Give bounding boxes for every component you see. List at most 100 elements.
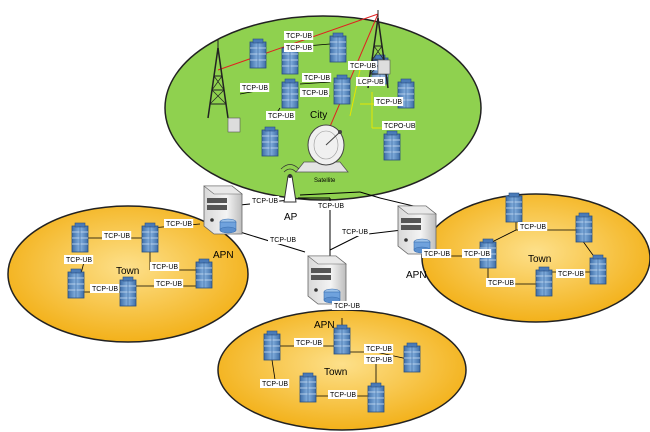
- link-label-box: [268, 235, 298, 244]
- link-label: TCP-UB: [350, 63, 376, 70]
- building-icon: [195, 258, 213, 289]
- apn-server-right-icon: [397, 205, 437, 255]
- building-icon: [299, 372, 317, 403]
- link-label: TCP-UB: [376, 99, 402, 106]
- link-label: TCP-UB: [104, 233, 130, 240]
- link-label-box: [556, 269, 586, 278]
- link-label: TCP-UB: [286, 33, 312, 40]
- satellite-dish-icon: [295, 124, 349, 173]
- building-icon: [535, 266, 553, 297]
- link-label: TCP-UB: [66, 257, 92, 264]
- link-label: TCP-UB: [330, 392, 356, 399]
- link-label-box: [328, 390, 358, 399]
- link-label-box: [340, 227, 370, 236]
- link-label-box: [374, 97, 404, 106]
- link-label: TCP-UB: [334, 303, 360, 310]
- link-label: TCP-UB: [488, 280, 514, 287]
- link-label-box: [294, 338, 324, 347]
- link-label-box: [462, 249, 492, 258]
- building-icon: [141, 222, 159, 253]
- link-label: TCP-UB: [304, 75, 330, 82]
- link-label: TCP-UB: [262, 381, 288, 388]
- link-label-box: [422, 249, 452, 258]
- ap-label: AP: [284, 212, 298, 223]
- link-label-box: [150, 262, 180, 271]
- link-label-box: [356, 77, 386, 86]
- link-label: TCP-UB: [92, 286, 118, 293]
- link-label-box: [382, 121, 416, 130]
- link-label-box: [266, 111, 296, 120]
- link-label-box: [302, 73, 332, 82]
- town-bottom-label: Town: [324, 367, 347, 378]
- link-label-box: [90, 284, 120, 293]
- link-label: LCP-UB: [358, 79, 384, 86]
- link-label-box: [154, 279, 184, 288]
- link-label-box: [300, 88, 330, 97]
- building-icon: [71, 222, 89, 253]
- link-label: TCP-UB: [296, 340, 322, 347]
- link-label-box: [260, 379, 290, 388]
- building-icon: [367, 382, 385, 413]
- apn-left-label: APN: [213, 250, 234, 261]
- link-label: TCP-UB: [366, 346, 392, 353]
- link-label: TCP-UB: [242, 85, 268, 92]
- building-icon: [383, 130, 401, 161]
- link-labels: TCP-UB TCP-UB TCP-UB TCP-UB TCP-UB TCP-UB TCP-…: [64, 31, 586, 399]
- apn-right-label: APN: [406, 270, 427, 281]
- link-label-box: [102, 231, 132, 240]
- building-icon: [67, 268, 85, 299]
- link-label-box: [348, 61, 378, 70]
- link-label-box: [64, 255, 94, 264]
- building-icon: [589, 254, 607, 285]
- link-label: TCP-UB: [152, 264, 178, 271]
- link-label-box: [284, 31, 314, 40]
- link-label: TCP-UB: [366, 357, 392, 364]
- building-icon: [403, 342, 421, 373]
- link-label-box: [284, 43, 314, 52]
- town-right-label: Town: [528, 254, 551, 265]
- link-label: TCP-UB: [268, 113, 294, 120]
- link-label-box: [364, 355, 394, 364]
- apn-server-center-icon: [307, 255, 347, 305]
- building-icon: [119, 276, 137, 307]
- link-label: TCPO-UB: [384, 123, 416, 130]
- building-icon: [263, 330, 281, 361]
- link-label-box: [316, 201, 346, 210]
- base-station-icon: [227, 117, 241, 133]
- link-label: TCP-UB: [302, 90, 328, 97]
- link-label: TCP-UB: [342, 229, 368, 236]
- access-point-icon: [280, 164, 300, 203]
- base-station-icon: [377, 59, 391, 75]
- building-icon: [575, 212, 593, 243]
- link-label-box: [486, 278, 516, 287]
- link-label: TCP-UB: [520, 224, 546, 231]
- link-label: TCP-UB: [286, 45, 312, 52]
- link-label-box: [164, 219, 194, 228]
- link-label: TCP-UB: [424, 251, 450, 258]
- city-label: City: [310, 110, 327, 121]
- link-label: TCP-UB: [464, 251, 490, 258]
- link-label-box: [518, 222, 548, 231]
- link-label-box: [250, 196, 280, 205]
- building-icon: [249, 38, 267, 69]
- building-icon: [261, 126, 279, 157]
- building-icon: [333, 324, 351, 355]
- link-label: TCP-UB: [270, 237, 296, 244]
- city-zone: [164, 15, 482, 201]
- building-icon: [333, 74, 351, 105]
- link-label: TCP-UB: [252, 198, 278, 205]
- apn-server-left-icon: [203, 185, 243, 235]
- link-label: TCP-UB: [318, 203, 344, 210]
- apn-center-label: APN: [314, 320, 335, 331]
- building-icon: [281, 78, 299, 109]
- building-icon: [505, 192, 523, 223]
- link-label: TCP-UB: [166, 221, 192, 228]
- building-icon: [329, 32, 347, 63]
- link-label-box: [240, 83, 270, 92]
- link-label: TCP-UB: [558, 271, 584, 278]
- town-left-label: Town: [116, 266, 139, 277]
- link-label-box: [332, 301, 362, 310]
- town-zone-left: [7, 205, 249, 343]
